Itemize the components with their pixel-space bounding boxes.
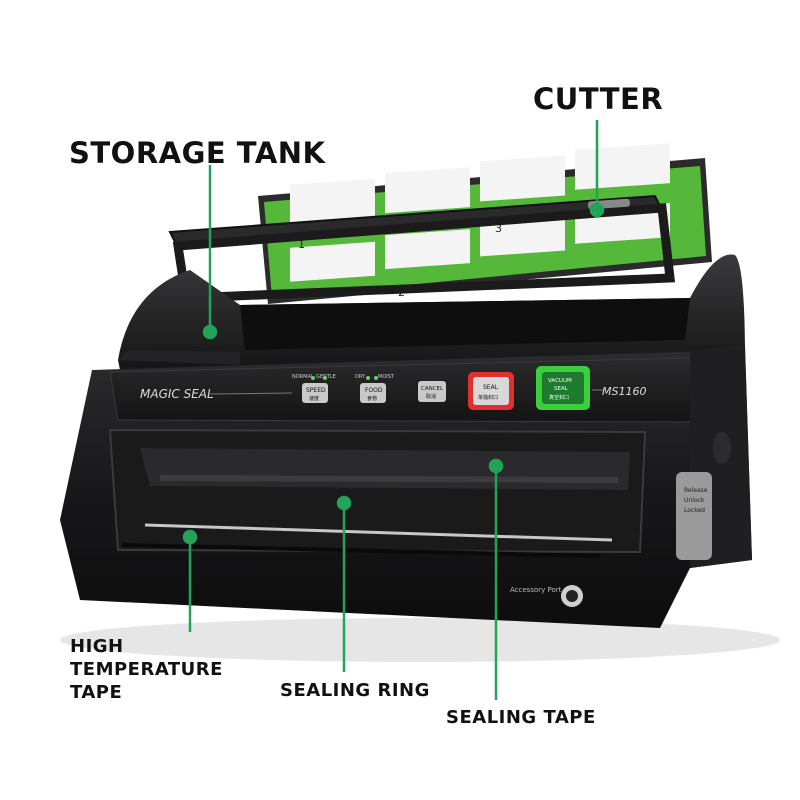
model-number: MS1160 [602, 385, 646, 398]
vacuum-seal-label-1: VACUUM [548, 378, 572, 384]
food-button-sub: 食物 [367, 395, 377, 402]
high-temp-tape-line-1: HIGH [70, 636, 124, 657]
control-panel: MAGIC SEAL NORMAL GENTLE SPEED 速度 DRY MO… [140, 366, 646, 410]
cancel-button-sub: 取消 [426, 393, 436, 400]
high-temperature-tape-label: HIGH TEMPERATURE TAPE [70, 635, 223, 704]
floor-shadow [60, 618, 780, 662]
high-temp-tape-line-2: TEMPERATURE [70, 659, 223, 680]
speed-button-label: SPEED [306, 387, 326, 394]
lock-label-unlock: Unlock [684, 497, 705, 504]
brand-logo: MAGIC SEAL [140, 387, 214, 401]
lock-label-locked: Locked [684, 507, 705, 514]
food-option-dry: DRY [355, 374, 366, 380]
vacuum-seal-button[interactable] [542, 372, 584, 404]
cutter-label: CUTTER [533, 82, 664, 116]
instruction-card: 1 2 3 4 [258, 143, 712, 304]
seal-button-label: SEAL [483, 384, 499, 391]
storage-tank-label: STORAGE TANK [69, 136, 326, 170]
cancel-button-label: CANCEL [421, 386, 444, 392]
sealing-ring-label: SEALING RING [280, 680, 430, 701]
seal-button-sub: 单独封口 [478, 394, 498, 401]
machine-body: Accessory Port Release Unlock Locked [60, 254, 752, 628]
speed-button-sub: 速度 [309, 395, 319, 402]
guide-step-3: 3 [495, 222, 502, 235]
seal-button[interactable] [473, 377, 509, 405]
vacuum-seal-label-2: SEAL [554, 386, 569, 392]
guide-step-1: 1 [298, 238, 305, 251]
vacuum-seal-sub: 真空封口 [549, 394, 569, 401]
lock-label-release: Release [684, 487, 708, 494]
food-button-label: FOOD [365, 387, 383, 394]
food-option-moist: MOIST [378, 374, 395, 380]
food-button[interactable] [360, 383, 386, 403]
sealing-tape-label: SEALING TAPE [446, 707, 596, 728]
speed-option-normal: NORMAL [292, 374, 314, 380]
speed-button[interactable] [302, 383, 328, 403]
accessory-port-label: Accessory Port [510, 586, 562, 594]
high-temp-tape-line-3: TAPE [70, 682, 123, 703]
cancel-button[interactable] [418, 381, 446, 402]
